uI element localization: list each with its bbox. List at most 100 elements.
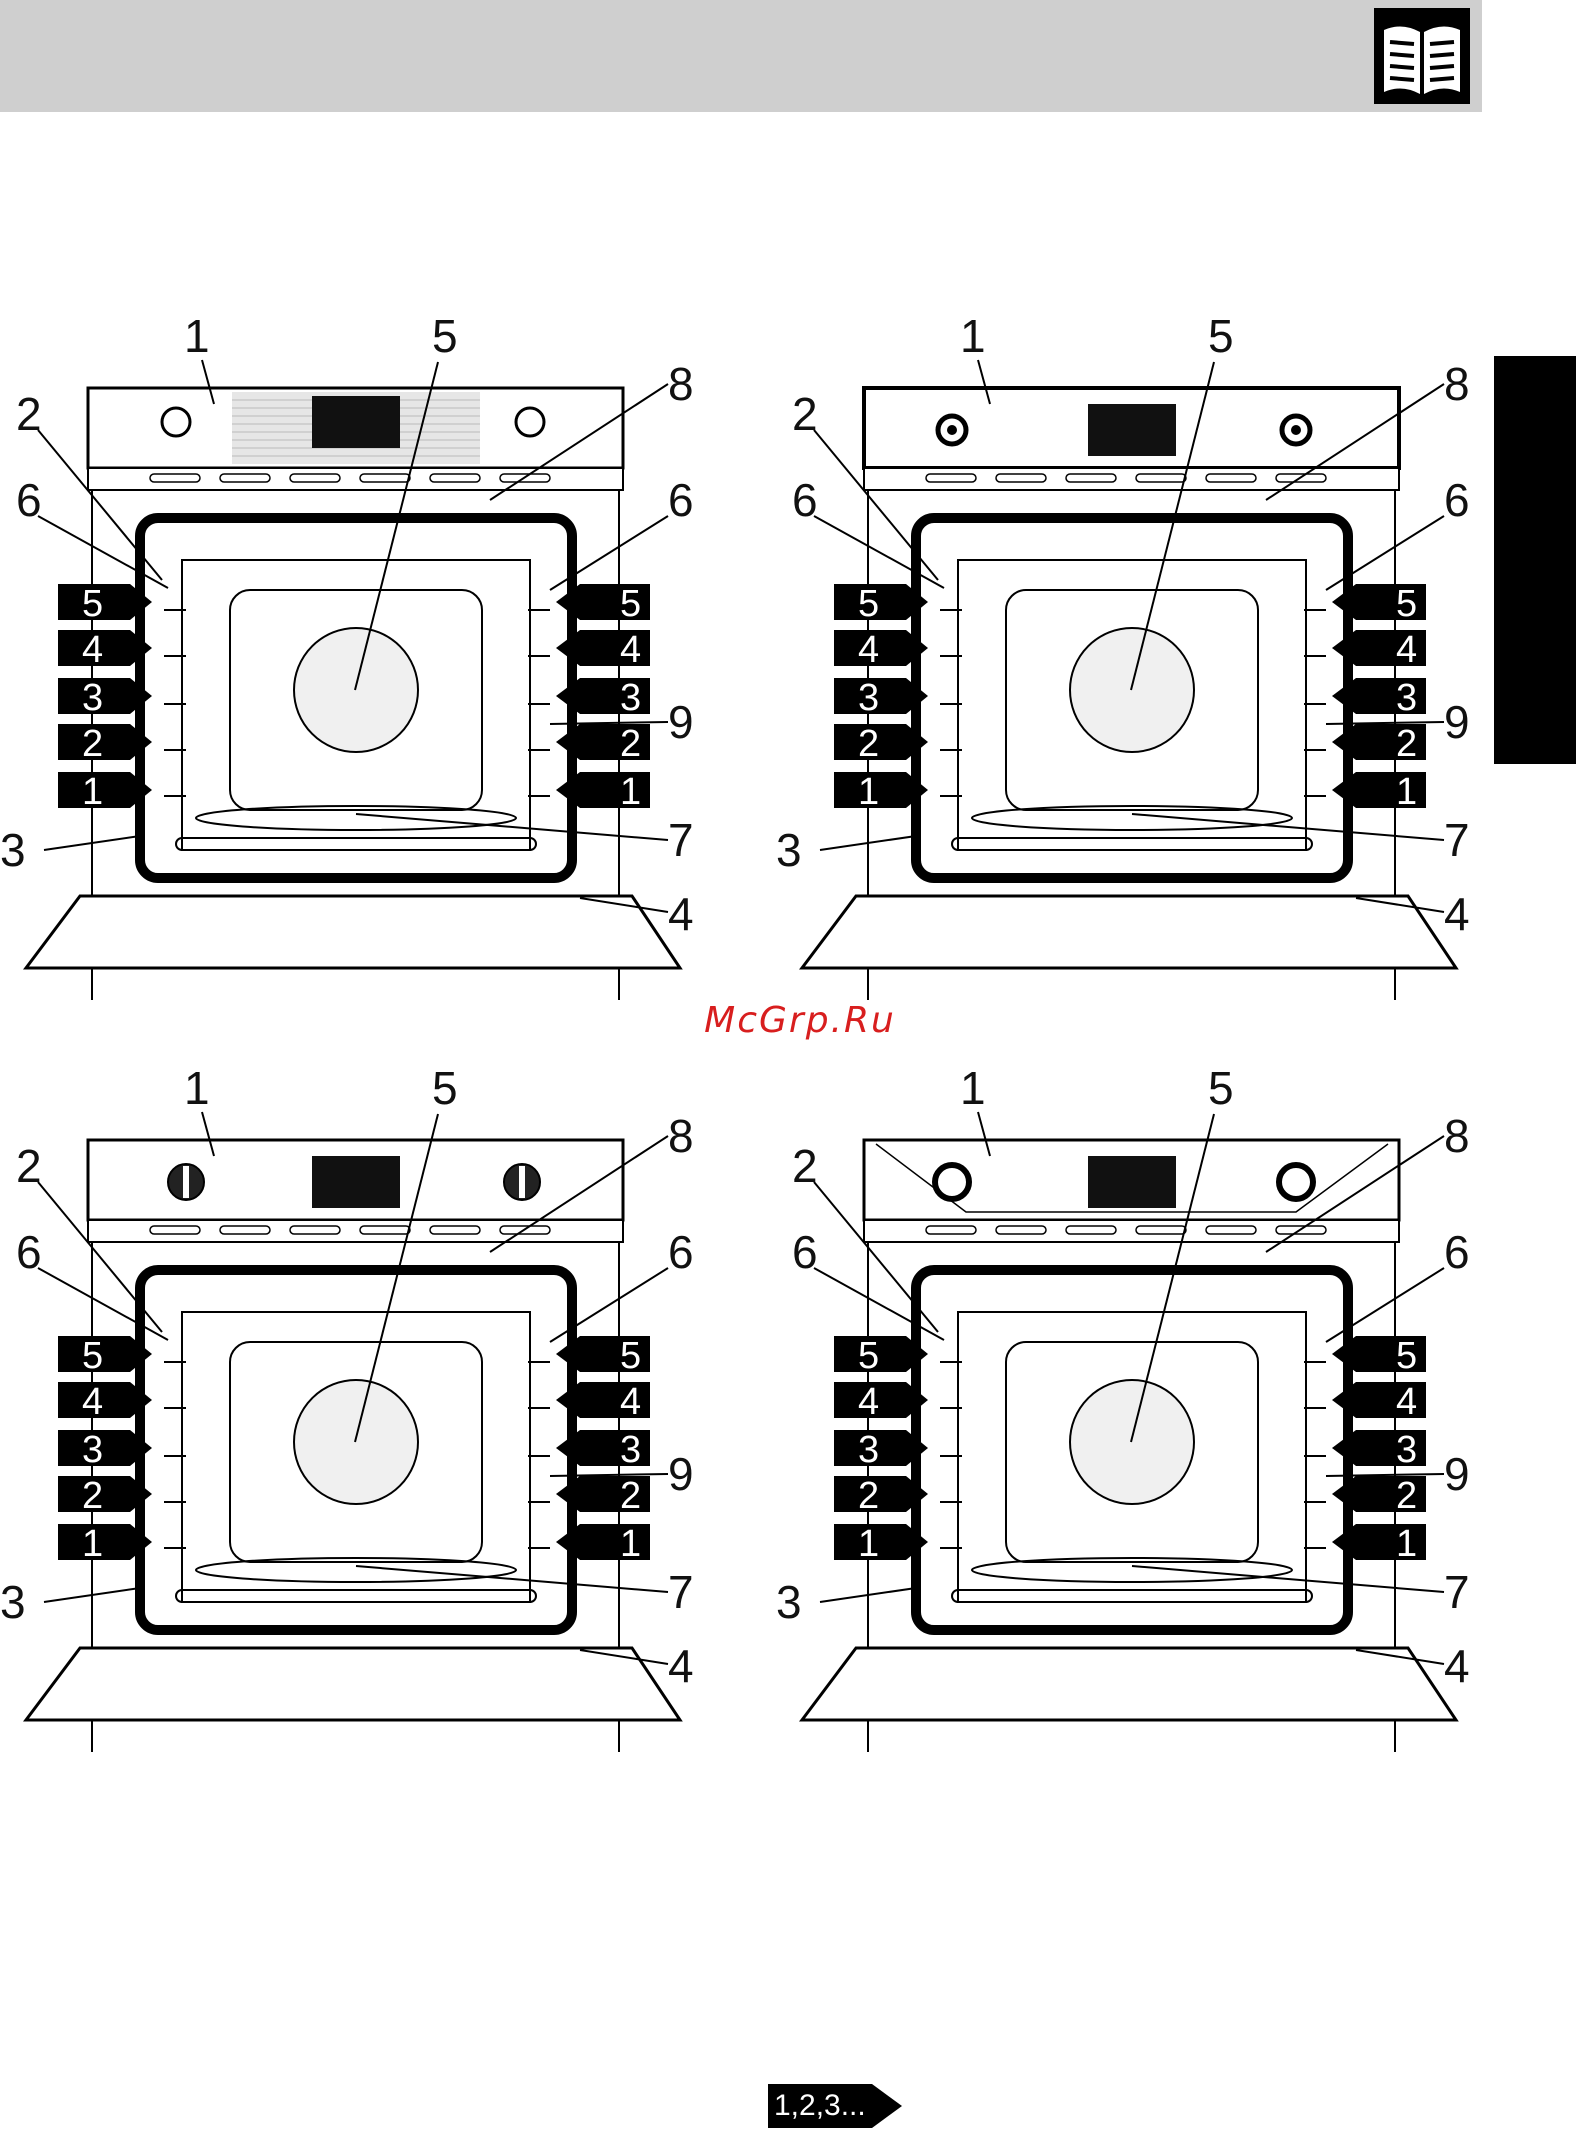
shelf-label-right-4: 4	[620, 629, 641, 671]
callout-3: 3	[776, 824, 802, 876]
callout-8: 8	[1444, 1110, 1470, 1162]
callout-6-left: 6	[792, 1226, 818, 1278]
oven-door	[26, 1648, 680, 1720]
callout-2: 2	[16, 1140, 42, 1192]
callout-7: 7	[1444, 1566, 1470, 1618]
callout-4: 4	[668, 1640, 694, 1692]
shelf-label-left-2: 2	[82, 1475, 103, 1517]
callout-6-right: 6	[668, 474, 694, 526]
shelf-label-right-1: 1	[1396, 1523, 1417, 1565]
callout-1: 1	[184, 1062, 210, 1114]
callout-1: 1	[960, 310, 986, 362]
shelf-label-left-5: 5	[858, 1335, 879, 1377]
shelf-label-right-3: 3	[620, 677, 641, 719]
callout-5: 5	[1208, 1062, 1234, 1114]
callout-3: 3	[776, 1576, 802, 1628]
oven-door	[802, 896, 1456, 968]
shelf-label-right-4: 4	[620, 1381, 641, 1423]
oven-door	[26, 896, 680, 968]
callout-7: 7	[668, 814, 694, 866]
shelf-label-left-1: 1	[858, 1523, 879, 1565]
right-knob	[516, 408, 544, 436]
callout-5: 5	[432, 1062, 458, 1114]
shelf-label-left-1: 1	[82, 771, 103, 813]
shelf-label-right-5: 5	[620, 583, 641, 625]
section-side-tab	[1494, 356, 1576, 764]
callout-9: 9	[1444, 696, 1470, 748]
callout-4: 4	[1444, 1640, 1470, 1692]
open-manual-icon	[1372, 6, 1472, 106]
callout-2: 2	[792, 1140, 818, 1192]
callout-4: 4	[1444, 888, 1470, 940]
shelf-label-left-1: 1	[858, 771, 879, 813]
callout-3: 3	[0, 1576, 26, 1628]
shelf-label-right-1: 1	[620, 1523, 641, 1565]
callout-8: 8	[668, 1110, 694, 1162]
shelf-label-left-4: 4	[858, 629, 879, 671]
continue-label: 1,2,3...	[774, 2090, 866, 2122]
shelf-label-right-4: 4	[1396, 629, 1417, 671]
shelf-label-left-1: 1	[82, 1523, 103, 1565]
callout-5: 5	[432, 310, 458, 362]
shelf-label-left-3: 3	[82, 677, 103, 719]
left-knob	[162, 408, 190, 436]
shelf-label-left-3: 3	[858, 1429, 879, 1471]
shelf-label-left-4: 4	[82, 629, 103, 671]
callout-9: 9	[668, 1448, 694, 1500]
oven-figure-1: 5 4 3 2 1 5 4 3 2 1 1 5 8 2	[0, 300, 700, 1000]
callout-1: 1	[184, 310, 210, 362]
callout-7: 7	[668, 1566, 694, 1618]
watermark: McGrp.Ru	[690, 1000, 910, 1041]
shelf-label-right-4: 4	[1396, 1381, 1417, 1423]
shelf-label-right-1: 1	[1396, 771, 1417, 813]
oven-figure-4: 5 4 3 2 1 5 4 3 2 1 1 5 8 2	[776, 1052, 1476, 1752]
shelf-label-right-2: 2	[1396, 1475, 1417, 1517]
callout-6-right: 6	[1444, 1226, 1470, 1278]
callout-9: 9	[1444, 1448, 1470, 1500]
display-panel	[1088, 1156, 1176, 1208]
callout-1: 1	[960, 1062, 986, 1114]
callout-6-right: 6	[1444, 474, 1470, 526]
shelf-label-right-2: 2	[1396, 723, 1417, 765]
shelf-label-right-5: 5	[620, 1335, 641, 1377]
shelf-label-left-4: 4	[858, 1381, 879, 1423]
display-panel	[1088, 404, 1176, 456]
callout-7: 7	[1444, 814, 1470, 866]
shelf-label-right-3: 3	[1396, 1429, 1417, 1471]
callout-6-left: 6	[792, 474, 818, 526]
callout-8: 8	[1444, 358, 1470, 410]
shelf-label-left-3: 3	[82, 1429, 103, 1471]
header-band	[0, 0, 1482, 112]
callout-3: 3	[0, 824, 26, 876]
shelf-label-left-5: 5	[858, 583, 879, 625]
display-panel	[312, 1156, 400, 1208]
shelf-label-left-5: 5	[82, 583, 103, 625]
shelf-label-right-2: 2	[620, 723, 641, 765]
shelf-label-right-2: 2	[620, 1475, 641, 1517]
shelf-label-left-2: 2	[858, 723, 879, 765]
shelf-label-right-5: 5	[1396, 583, 1417, 625]
oven-figure-3: 5 4 3 2 1 5 4 3 2 1 1 5 8 2	[0, 1052, 700, 1752]
callout-4: 4	[668, 888, 694, 940]
callout-5: 5	[1208, 310, 1234, 362]
shelf-label-left-3: 3	[858, 677, 879, 719]
shelf-label-right-5: 5	[1396, 1335, 1417, 1377]
oven-door	[802, 1648, 1456, 1720]
callout-9: 9	[668, 696, 694, 748]
shelf-label-right-1: 1	[620, 771, 641, 813]
callout-6-left: 6	[16, 474, 42, 526]
callout-2: 2	[792, 388, 818, 440]
right-knob	[1279, 1165, 1313, 1199]
oven-figure-2: 5 4 3 2 1 5 4 3 2 1 1 5 8 2	[776, 300, 1476, 1000]
shelf-label-right-3: 3	[620, 1429, 641, 1471]
shelf-label-left-5: 5	[82, 1335, 103, 1377]
display-panel	[312, 396, 400, 448]
callout-2: 2	[16, 388, 42, 440]
callout-6-right: 6	[668, 1226, 694, 1278]
callout-6-left: 6	[16, 1226, 42, 1278]
shelf-label-right-3: 3	[1396, 677, 1417, 719]
shelf-label-left-2: 2	[82, 723, 103, 765]
shelf-label-left-4: 4	[82, 1381, 103, 1423]
callout-8: 8	[668, 358, 694, 410]
shelf-label-left-2: 2	[858, 1475, 879, 1517]
